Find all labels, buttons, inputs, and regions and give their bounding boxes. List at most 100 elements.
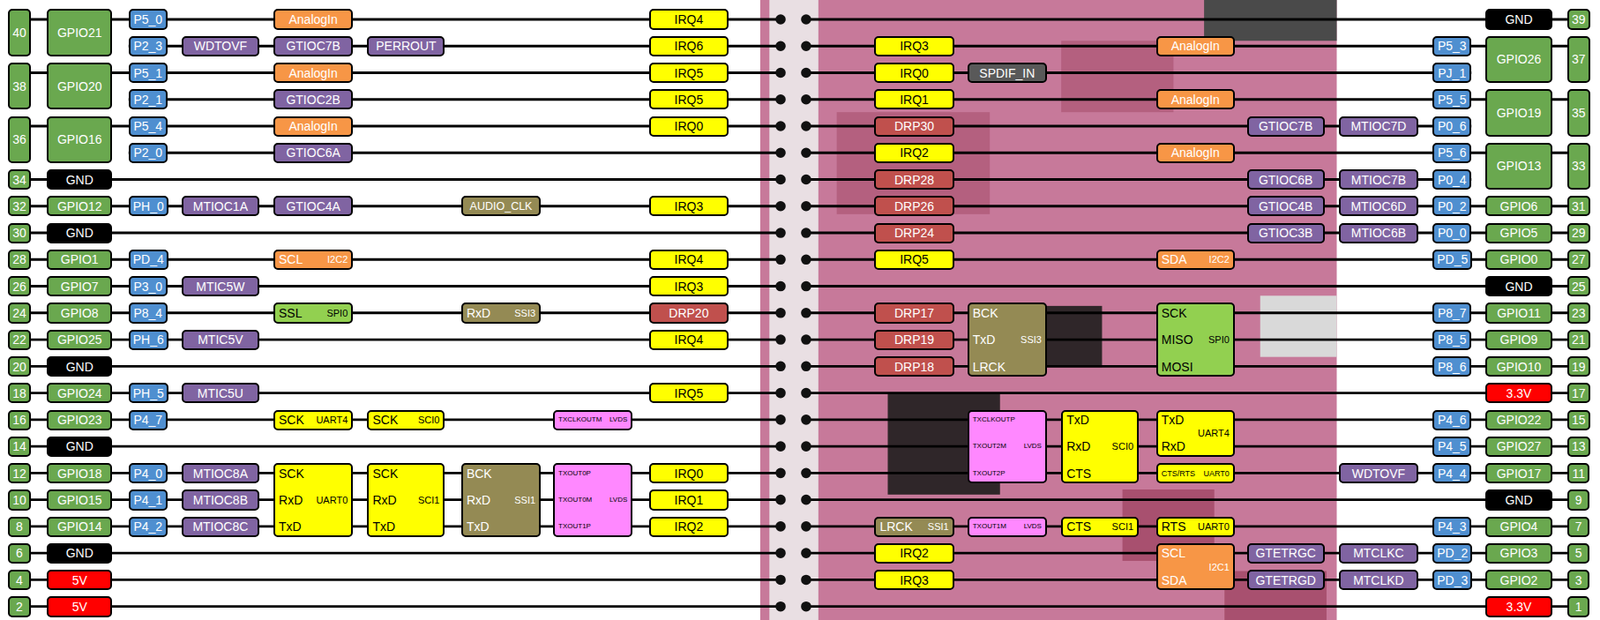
irq-box: IRQ0: [649, 463, 729, 484]
pin-label: UART0: [1197, 522, 1230, 532]
pin-label: P5_5: [1437, 93, 1467, 106]
analog-box: SDAI2C2: [1156, 249, 1235, 270]
pin-label: TXOUT2P: [972, 470, 1006, 478]
pin-box: GPIO17: [1485, 463, 1552, 484]
pin-label: GPIO27: [1496, 440, 1542, 453]
pin-box: 1: [1567, 596, 1590, 617]
pin-label: 31: [1571, 200, 1586, 213]
pin-label: DRP24: [894, 226, 935, 240]
function-box: GTETRGC: [1247, 543, 1325, 564]
analog-box: AnalogIn: [273, 8, 353, 30]
pin-box: 37: [1567, 36, 1591, 83]
pin-label: LRCK: [879, 520, 913, 533]
pin-box: 4: [7, 569, 30, 591]
pin-label: 33: [1571, 159, 1586, 172]
pin-label: IRQ3: [674, 200, 704, 213]
pin-label: P4_1: [133, 493, 163, 507]
pin-box: 25: [1567, 276, 1591, 297]
pin-label: GND: [66, 226, 94, 240]
power-box: 3.3V: [1485, 382, 1552, 404]
irq-box: IRQ5: [874, 249, 954, 270]
analog-box: AnalogIn: [273, 62, 353, 83]
pin-label: SDA: [1161, 574, 1188, 587]
pin-label: GPIO25: [57, 333, 103, 346]
pin-label: GND: [1504, 280, 1533, 293]
drp-box: DRP24: [874, 223, 954, 244]
pin-label: UART0: [1203, 469, 1229, 478]
pin-label: RxD: [466, 306, 491, 320]
pin-box: 18: [7, 382, 31, 404]
irq-box: IRQ5: [649, 382, 729, 404]
pin-box: 13: [1567, 436, 1591, 457]
pin-label: P4_0: [133, 467, 163, 480]
pin-label: GPIO10: [1496, 360, 1542, 374]
pin-label: 23: [1571, 306, 1586, 320]
pin-label: UART4: [1197, 428, 1230, 439]
audio-box: BCKRxDTxDSSI1: [461, 463, 541, 538]
pin-label: GTETRGC: [1255, 546, 1316, 560]
port-box: P2_0: [128, 142, 168, 164]
pin-label: SCK: [372, 467, 398, 480]
pin-label: P8_7: [1437, 306, 1467, 320]
pin-label: 5V: [72, 600, 88, 614]
pin-label: P4_4: [1437, 467, 1467, 480]
port-box: P5_1: [128, 62, 168, 83]
pin-label: GPIO15: [57, 493, 103, 507]
port-box: P5_4: [128, 116, 168, 137]
pin-label: 2: [15, 600, 23, 614]
power-box: 5V: [46, 569, 113, 591]
function-box: MTIOC8B: [181, 489, 260, 510]
audio-box: LRCKSSI1: [874, 516, 954, 538]
pin-label: SSL: [278, 306, 302, 320]
pin-label: LVDS: [1024, 442, 1042, 450]
pin-label: MTIC5W: [195, 280, 245, 293]
pin-label: 15: [1571, 413, 1586, 427]
pin-label: IRQ2: [899, 146, 929, 159]
pin-box: GPIO14: [46, 516, 113, 538]
pin-label: DRP17: [894, 306, 935, 320]
pin-label: 22: [12, 333, 27, 346]
pin-box: GPIO5: [1485, 223, 1552, 244]
pin-box: 11: [1567, 463, 1590, 484]
drp-box: DRP17: [874, 302, 954, 323]
port-box: P0_0: [1432, 223, 1472, 244]
pin-label: P5_0: [133, 13, 163, 26]
function-box: MTIOC6B: [1338, 223, 1419, 244]
pin-box: GPIO26: [1485, 36, 1552, 83]
pin-label: DRP28: [894, 173, 935, 187]
lvds-box: TXOUT0PTXOUT0MTXOUT1PLVDS: [553, 463, 633, 538]
pin-label: SCL: [278, 253, 303, 266]
pin-label: TxD: [372, 520, 396, 533]
irq-box: IRQ5: [649, 89, 729, 110]
pin-label: CTS: [1066, 520, 1092, 533]
pin-label: 12: [12, 467, 27, 480]
pin-label: SCI0: [1112, 441, 1134, 452]
pin-label: AnalogIn: [1171, 93, 1220, 106]
pin-label: GPIO13: [1496, 159, 1542, 172]
irq-box: SCKRxDTxDSCI1: [366, 463, 445, 538]
pin-box: 35: [1567, 89, 1591, 136]
pin-label: IRQ6: [674, 39, 704, 53]
function-box: GTIOC4B: [1247, 195, 1325, 217]
port-box: P4_6: [1432, 410, 1472, 431]
pin-label: LVDS: [609, 416, 628, 424]
pin-label: RxD: [466, 493, 491, 507]
pin-label: IRQ3: [674, 280, 704, 293]
pin-label: GPIO24: [57, 387, 103, 400]
pin-box: 7: [1567, 516, 1590, 538]
pin-box: 36: [7, 116, 31, 164]
pin-label: PD_3: [1436, 574, 1468, 587]
port-box: P5_3: [1432, 36, 1472, 57]
pin-label: 8: [15, 520, 23, 533]
pin-label: 14: [12, 440, 27, 453]
function-box: MTIC5V: [181, 329, 260, 351]
pin-label: P4_6: [1437, 413, 1467, 427]
pin-box: GPIO1: [46, 249, 113, 270]
pin-box: GPIO9: [1485, 329, 1552, 351]
pin-label: GPIO4: [1500, 520, 1539, 533]
pin-label: GPIO22: [1496, 413, 1542, 427]
pin-label: P2_1: [133, 93, 163, 106]
pin-label: LVDS: [1024, 523, 1042, 531]
pin-box: GPIO12: [46, 195, 113, 217]
port-box: P5_0: [128, 8, 168, 30]
